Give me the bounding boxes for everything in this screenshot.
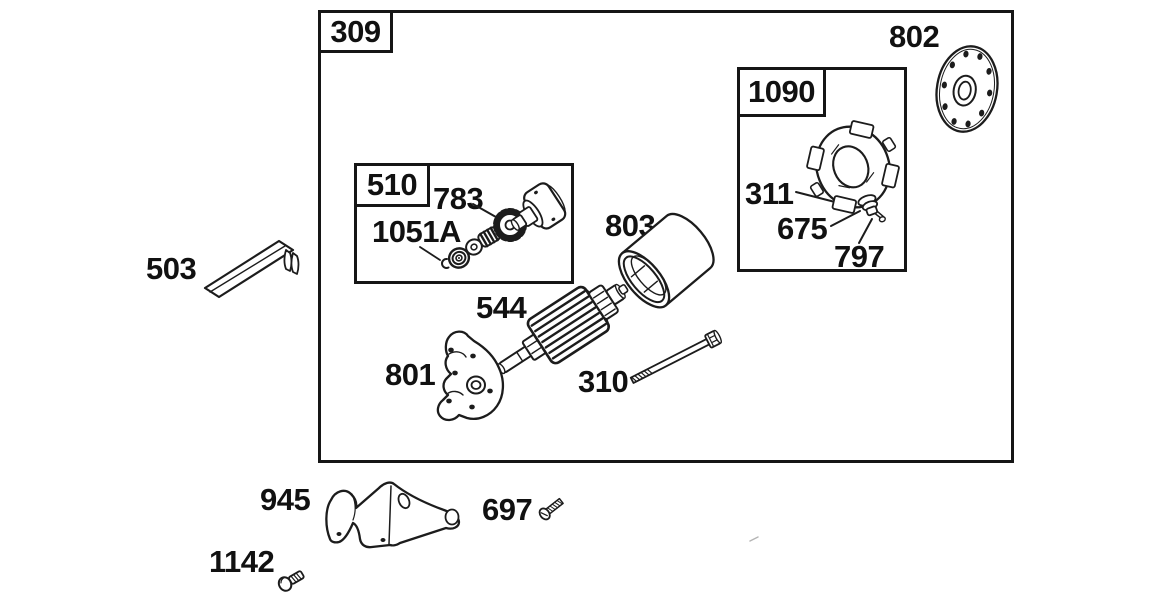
callout-311: 311 bbox=[745, 176, 794, 211]
callout-697: 697 bbox=[482, 492, 533, 527]
callout-503: 503 bbox=[146, 251, 197, 286]
callout-783: 783 bbox=[433, 181, 484, 216]
leader-line-797 bbox=[858, 218, 873, 244]
clutch-housing-drawing bbox=[510, 182, 567, 231]
callout-1142: 1142 bbox=[209, 544, 275, 579]
scan-speck bbox=[749, 536, 759, 542]
box-label-1090: 1090 bbox=[737, 67, 826, 117]
bracket-945-drawing bbox=[325, 481, 461, 549]
brush-holder-1090-drawing bbox=[795, 120, 900, 244]
end-cap-801-drawing bbox=[436, 330, 505, 422]
leader-line-675 bbox=[830, 210, 861, 227]
sub-box-510 bbox=[354, 163, 574, 284]
callout-802: 802 bbox=[889, 19, 940, 54]
bracket-503-drawing bbox=[203, 239, 300, 299]
leader-line-311 bbox=[795, 191, 836, 203]
screw-1142-drawing bbox=[277, 570, 305, 592]
box-label-309-text: 309 bbox=[330, 13, 381, 49]
assembly-box-309 bbox=[318, 10, 1014, 463]
callout-1051A: 1051A bbox=[372, 214, 461, 249]
bolt-310-drawing bbox=[629, 329, 723, 384]
box-label-510-text: 510 bbox=[366, 167, 418, 202]
clutch-kit-510-drawing bbox=[419, 182, 567, 269]
screw-697-drawing bbox=[538, 497, 564, 521]
callout-675: 675 bbox=[777, 211, 828, 246]
terminal-stack-drawing bbox=[857, 194, 886, 223]
box-label-510: 510 bbox=[354, 163, 430, 207]
callout-310: 310 bbox=[578, 364, 629, 399]
sleeve-803-drawing bbox=[617, 212, 715, 309]
callout-544: 544 bbox=[476, 290, 527, 325]
armature-544-drawing bbox=[496, 283, 629, 375]
callout-797: 797 bbox=[834, 239, 885, 274]
callout-945: 945 bbox=[260, 482, 311, 517]
leader-line-1051A bbox=[419, 246, 441, 261]
c-clip-drawing bbox=[441, 258, 450, 269]
spring-drawing bbox=[477, 226, 501, 248]
box-label-309: 309 bbox=[318, 10, 393, 53]
end-plate-802-drawing bbox=[935, 45, 999, 133]
box-label-1090-text: 1090 bbox=[748, 74, 815, 109]
callout-801: 801 bbox=[385, 357, 436, 392]
